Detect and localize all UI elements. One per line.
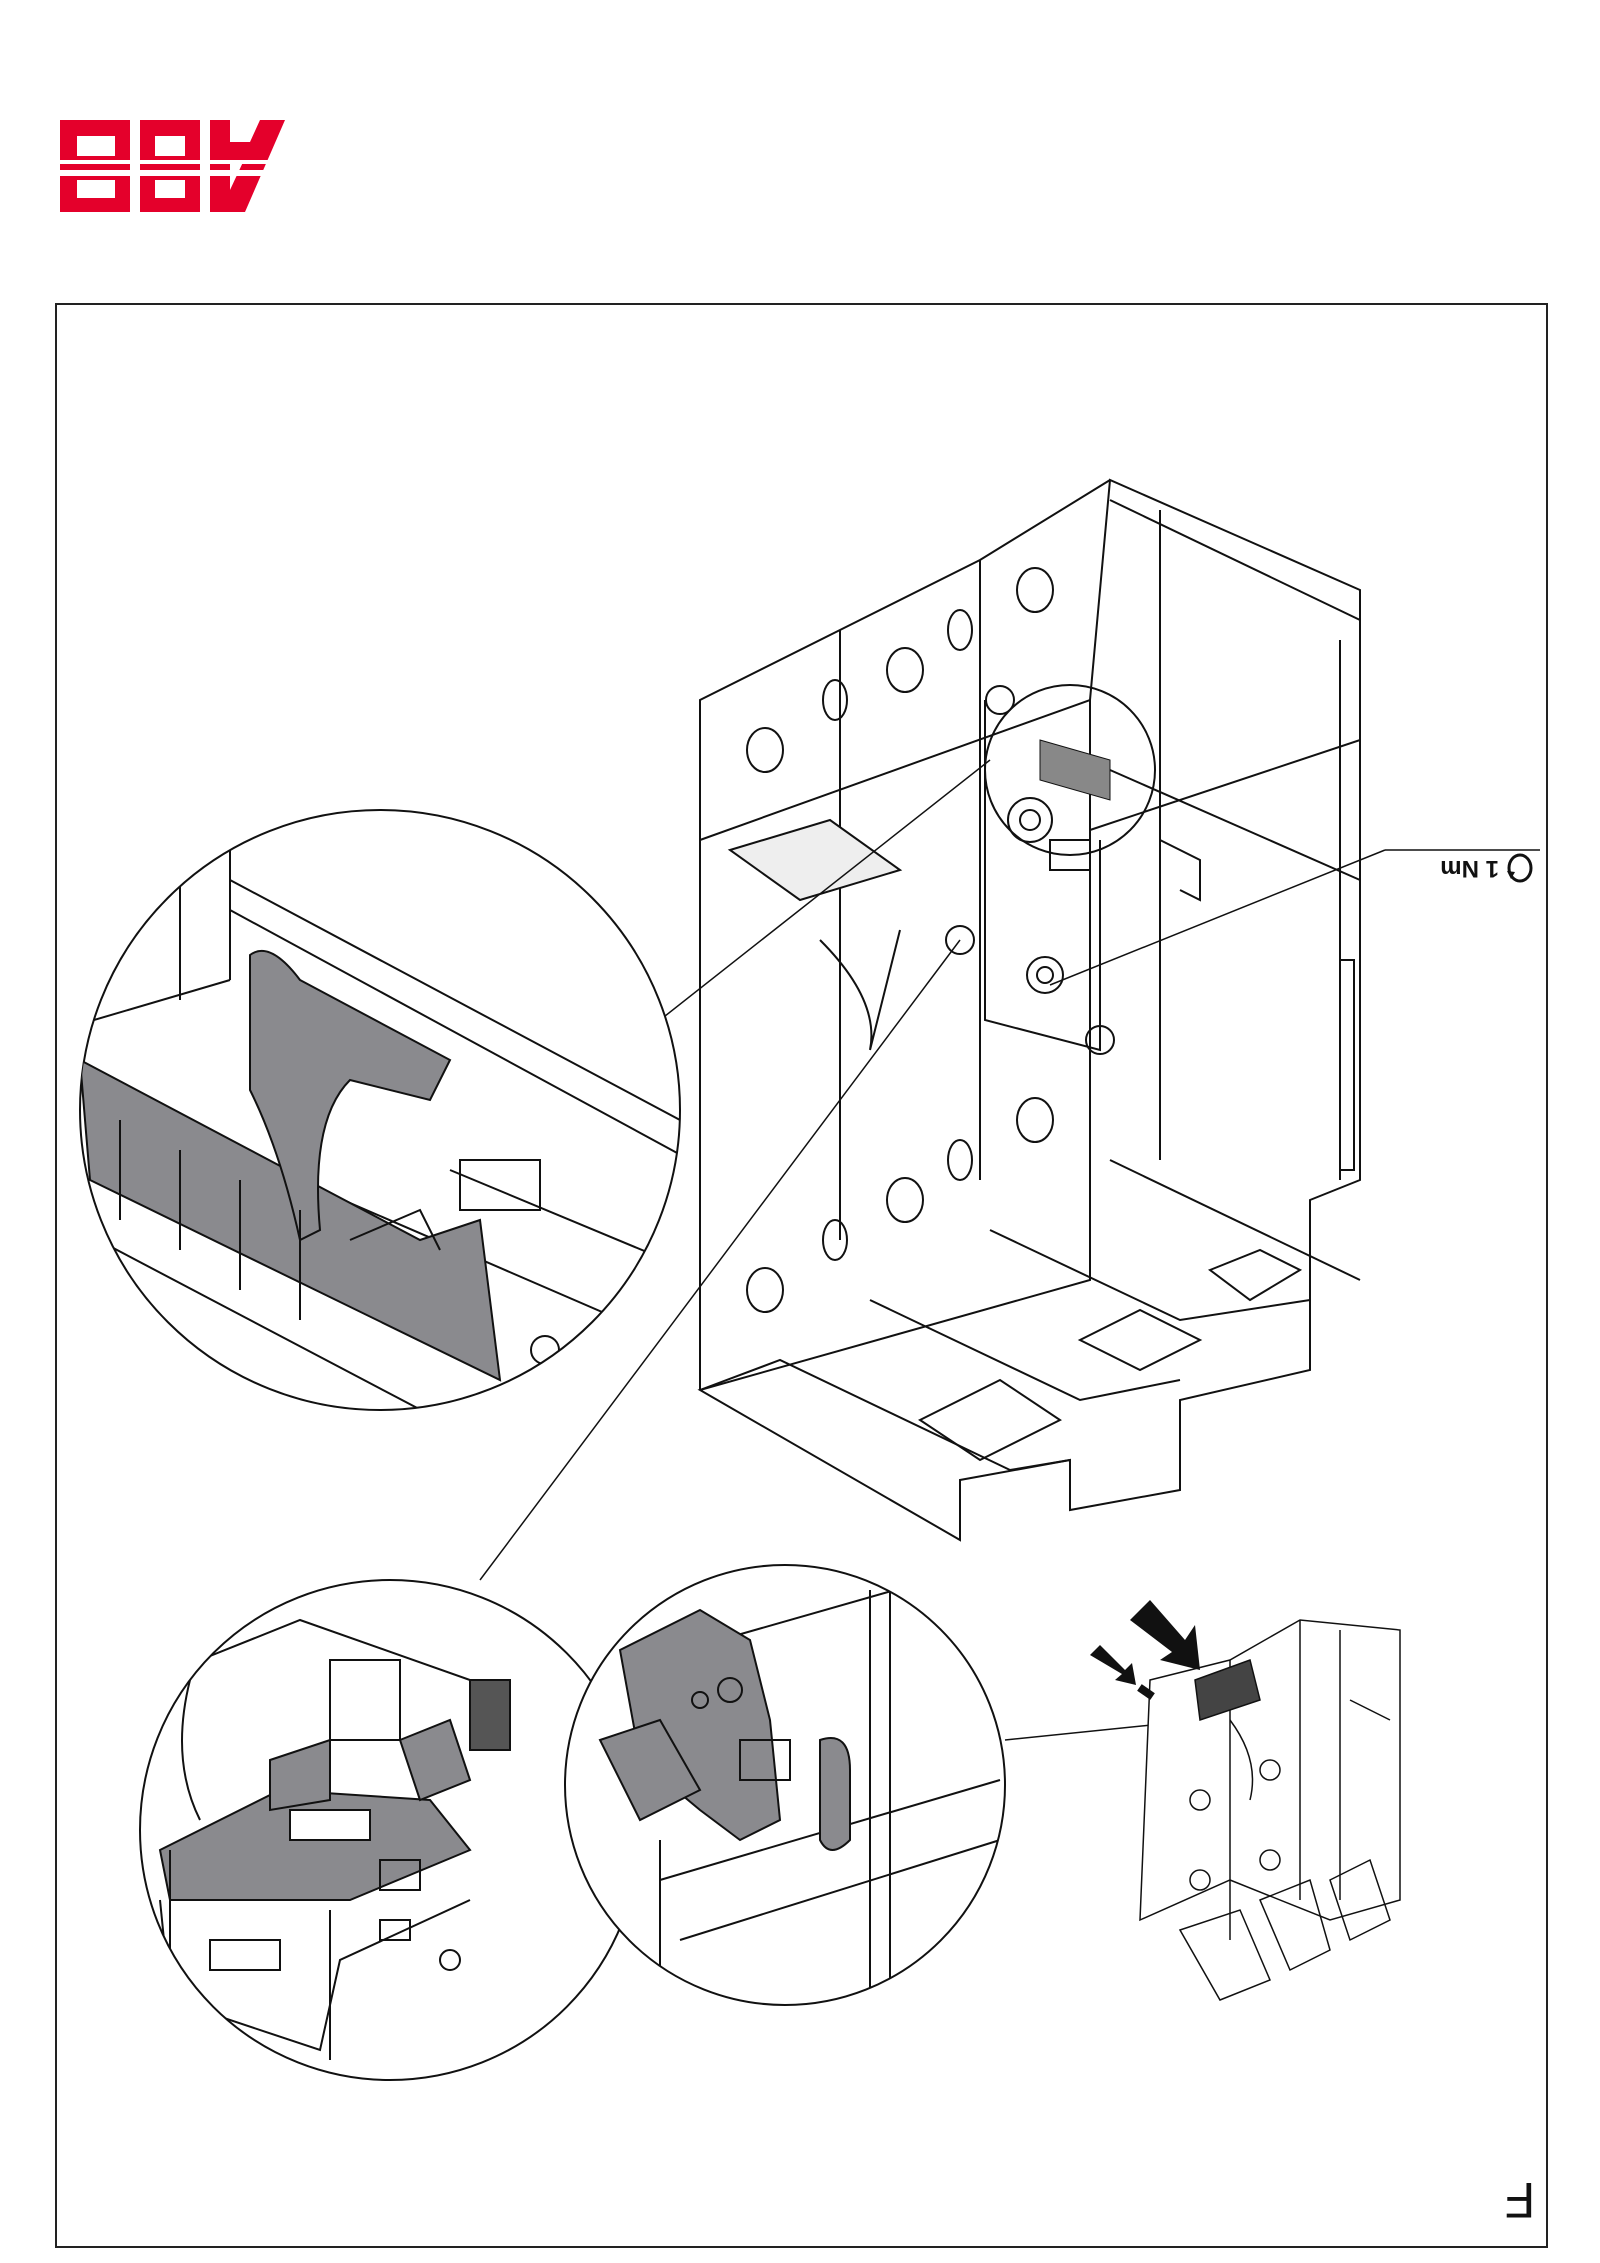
zoom-marker xyxy=(984,684,1156,856)
detail-circle-3 xyxy=(564,1564,1006,2006)
rotate-arrow-icon xyxy=(1507,853,1533,883)
torque-label: 1 Nm xyxy=(1395,848,1535,888)
abb-logo xyxy=(50,120,290,212)
page-frame xyxy=(55,303,1548,2248)
figure-letter: F xyxy=(1504,2172,1536,2228)
torque-value: 1 Nm xyxy=(1440,855,1499,882)
circuit-breaker-main xyxy=(697,478,1361,1542)
screw-icon xyxy=(1137,1684,1155,1700)
circuit-breaker-overview xyxy=(1139,1619,1401,2001)
insert-arrow-icon xyxy=(1090,1600,1200,1685)
detail-circle-1 xyxy=(79,809,681,1411)
detail-circle-2 xyxy=(139,1579,641,2081)
